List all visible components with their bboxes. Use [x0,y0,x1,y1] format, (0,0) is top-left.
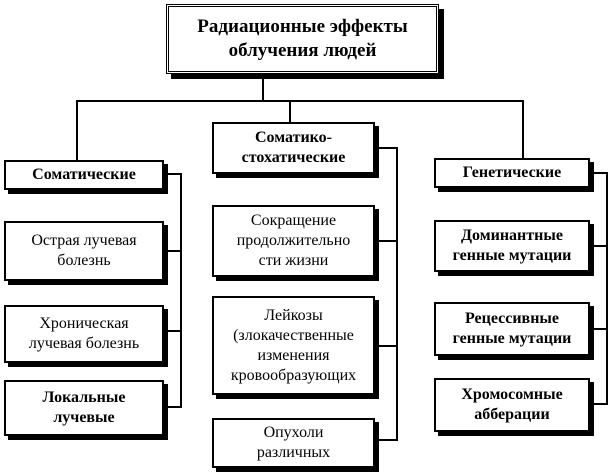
leaf-dominant-mutations: Доминантные генные мутации [434,220,590,272]
leaf-acute-radiation-sickness: Острая лучевая болезнь [4,221,164,281]
bracket-col1-tick [168,406,182,408]
bracket-col1-tick [168,173,182,175]
bracket-col3-tick [592,245,608,247]
bracket-col2-tick [378,147,398,149]
bracket-col3-tick [592,172,608,174]
connector-col3 [522,100,524,158]
connector-col2 [289,100,291,122]
heading-somatic: Соматические [4,160,164,190]
connector-col1 [76,100,78,160]
bracket-col2-tick [378,439,398,441]
leaf-chromosome-aberrations: Хромосомные абберации [434,378,590,432]
leaf-life-shortening: Сокращение продолжительно сти жизни [212,205,375,277]
heading-somatic-stochastic: Соматико- стохатические [212,122,375,174]
leaf-chronic-radiation-sickness: Хроническая лучевая болезнь [4,305,164,363]
bracket-col2-tick [378,240,398,242]
bracket-col1-tick [168,250,182,252]
bracket-col1-spine [180,173,182,408]
leaf-local-radiation: Локальные лучевые [4,380,164,436]
bracket-col3-tick [592,403,608,405]
bracket-col3-spine [606,172,608,405]
heading-genetic: Генетические [434,158,590,188]
leaf-leukemia: Лейкозы (злокачественные изменения крово… [212,296,375,395]
root-connector-down [262,75,264,101]
bracket-col2-tick [378,345,398,347]
bracket-col2-spine [396,147,398,441]
root-box: Радиационные эффекты облучения людей [166,4,439,74]
top-bus-line [76,100,524,102]
bracket-col1-tick [168,330,182,332]
leaf-recessive-mutations: Рецессивные генные мутации [434,302,590,356]
bracket-col3-tick [592,328,608,330]
leaf-tumors: Опухоли различных [212,418,375,468]
